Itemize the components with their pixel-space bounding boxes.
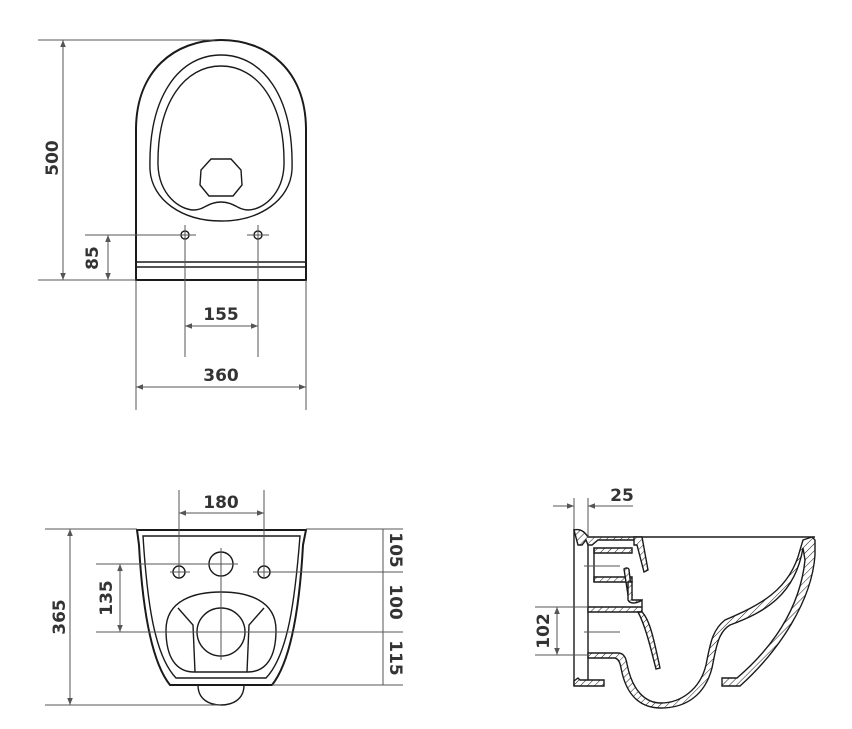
dim-side-outlet-height: 102 (534, 613, 554, 649)
top-view: 500 85 155 360 (38, 38, 307, 410)
dim-rear-inlet-outlet: 135 (97, 580, 117, 616)
dim-top-width: 360 (203, 366, 239, 386)
side-view: 25 102 (534, 486, 816, 709)
top-view-outer-outline (135, 38, 307, 281)
rear-view: 180 365 135 105 100 115 (45, 490, 405, 706)
dim-rear-outlet-to-bottom: 115 (385, 640, 405, 676)
dim-rear-bolts-to-outlet: 100 (385, 584, 405, 620)
top-view-inner-bowl (157, 65, 285, 211)
dim-top-length: 500 (43, 140, 63, 176)
dim-rear-top-to-bolts: 105 (385, 532, 405, 568)
dim-rear-bolt-spacing: 180 (203, 493, 239, 513)
rear-view-foot (197, 684, 245, 706)
dim-top-bolt-offset: 85 (83, 246, 103, 270)
dim-top-bolt-spacing: 155 (203, 305, 239, 325)
dim-side-wall-gap: 25 (610, 486, 634, 506)
top-view-drain (199, 158, 243, 197)
rear-view-seat (165, 591, 277, 673)
top-view-rim (149, 54, 293, 222)
dim-rear-height: 365 (50, 599, 70, 635)
rear-view-inner-outline (142, 535, 301, 679)
